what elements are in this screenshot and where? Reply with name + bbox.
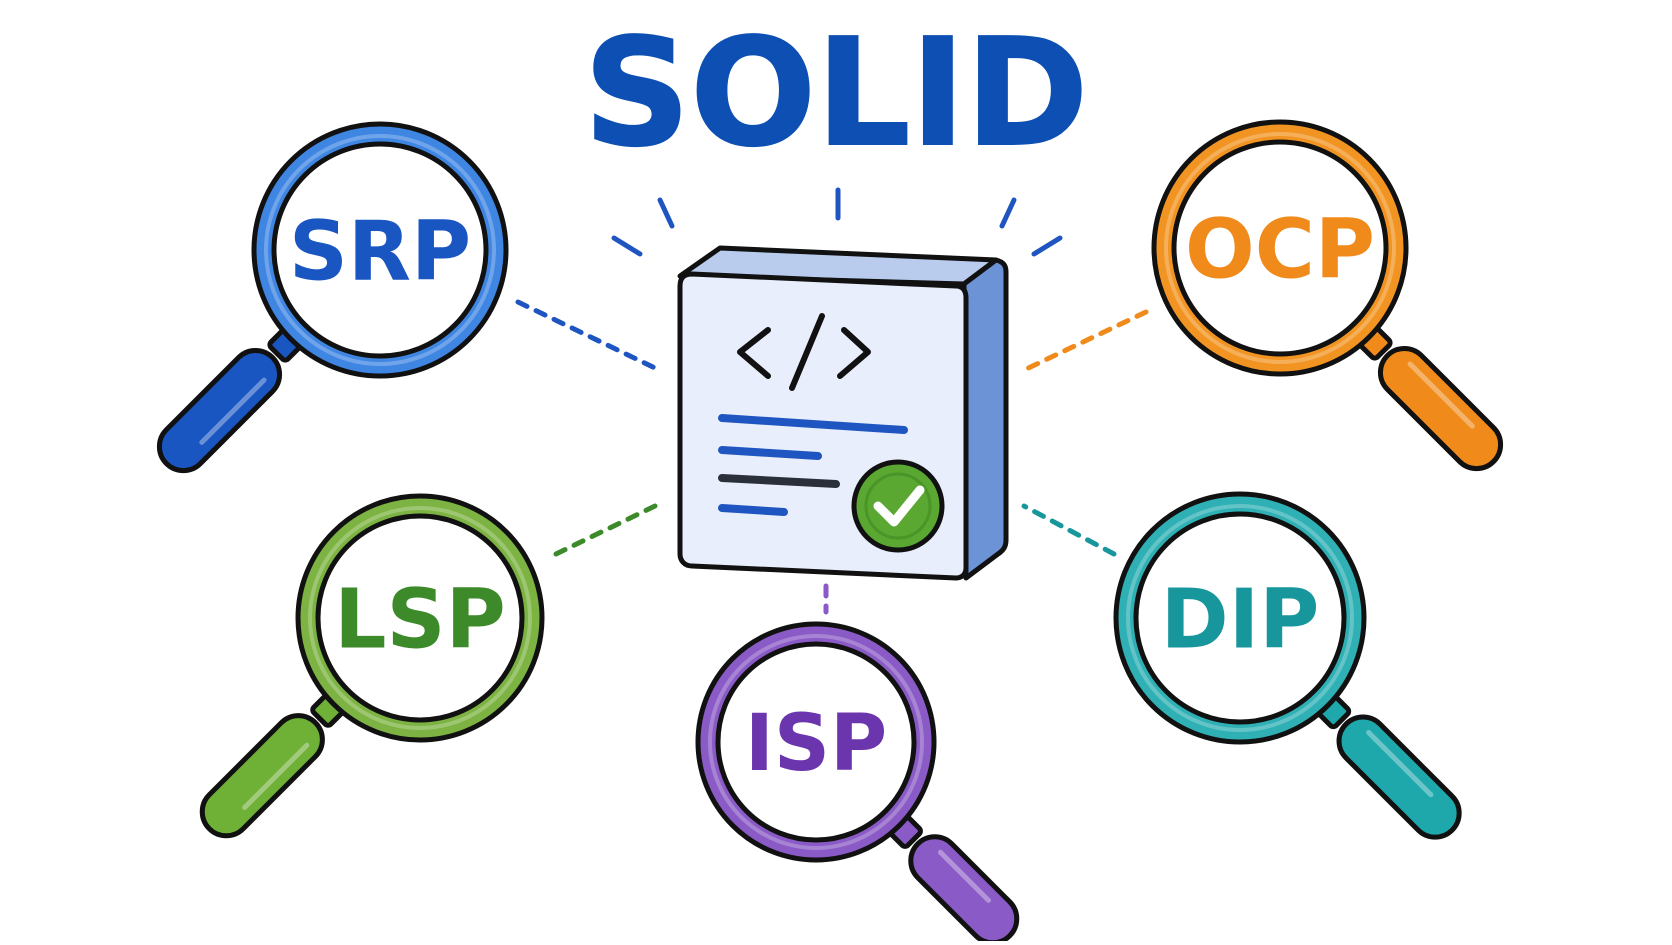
- principle-label-ocp: OCP: [1185, 203, 1375, 298]
- magnifier-handle: [156, 347, 283, 474]
- magnifier-ocp-icon: OCP: [1151, 119, 1504, 472]
- magnifier-ring-highlight: [264, 134, 496, 366]
- magnifier-handle-highlight: [242, 742, 310, 811]
- sparkle-rays: [611, 187, 1063, 257]
- connector-lsp: [553, 503, 658, 557]
- magnifier-lsp-icon: LSP: [199, 493, 545, 839]
- page-title: SOLID: [584, 7, 1089, 179]
- connector-ocp: [1017, 309, 1149, 375]
- magnifier-handle-highlight: [937, 849, 992, 903]
- sparkle-ray: [999, 197, 1017, 229]
- magnifier-handle: [908, 834, 1020, 945]
- magnifier-lens: [271, 141, 489, 359]
- principle-label-isp: ISP: [745, 699, 887, 789]
- code-brackets-icon: [737, 313, 871, 391]
- code-line: [718, 446, 822, 460]
- magnifier-ring-highlight: [1126, 504, 1354, 732]
- magnifier-lens: [1133, 511, 1347, 725]
- code-line: [718, 474, 840, 488]
- connectors: [515, 299, 1149, 615]
- check-badge-icon: [851, 459, 945, 553]
- magnifier-handle: [1336, 714, 1462, 840]
- magnifier-lens: [1171, 139, 1389, 357]
- code-line: [718, 504, 788, 516]
- magnifier-handle: [199, 713, 325, 839]
- magnifier-handle: [1377, 345, 1504, 472]
- code-lines: [718, 414, 908, 516]
- magnifier-handle-highlight: [199, 377, 267, 445]
- magnifier-ring-highlight: [708, 634, 924, 850]
- magnifier-ring-highlight: [308, 506, 532, 730]
- connector-srp: [515, 299, 658, 371]
- sparkle-ray: [657, 197, 675, 229]
- principle-label-lsp: LSP: [334, 573, 505, 668]
- magnifier-lens: [315, 513, 525, 723]
- magnifier-handle-highlight: [1407, 361, 1475, 429]
- magnifier-dip-icon: DIP: [1113, 491, 1462, 840]
- magnifier-lens: [715, 641, 917, 843]
- card-side-face: [961, 257, 1009, 581]
- principle-label-dip: DIP: [1161, 573, 1320, 668]
- sparkle-ray: [1031, 235, 1063, 257]
- sparkle-ray: [611, 235, 643, 257]
- magnifier-ring-highlight: [1164, 132, 1396, 364]
- connector-dip: [1021, 503, 1117, 557]
- magnifier-isp-icon: ISP: [695, 621, 1020, 945]
- magnifier-handle-highlight: [1366, 730, 1434, 798]
- magnifiers: SRP OCP LSP ISP DIP: [156, 119, 1504, 945]
- magnifier-srp-icon: SRP: [156, 121, 509, 474]
- code-document-icon: [677, 245, 1009, 581]
- code-line: [718, 414, 908, 434]
- principle-label-srp: SRP: [289, 205, 471, 300]
